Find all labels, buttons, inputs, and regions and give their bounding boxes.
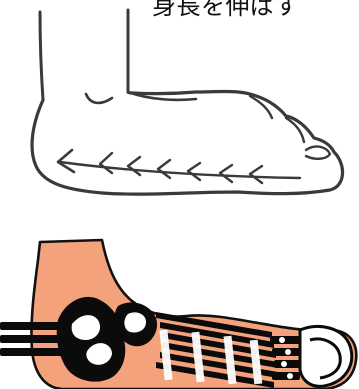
leg-bones bbox=[0, 322, 62, 356]
